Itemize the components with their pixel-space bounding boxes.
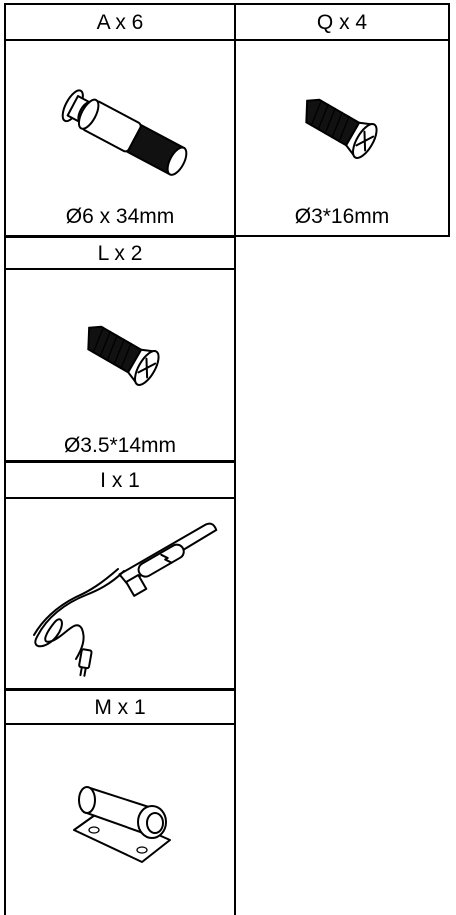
part-m-header-text: M x 1 [94,695,146,719]
part-a-caption: Ø6 x 34mm [65,205,175,228]
part-q-header: Q x 4 [234,3,450,41]
part-l-header-text: L x 2 [97,241,143,265]
part-a-header-text: A x 6 [96,10,144,34]
part-a-header: A x 6 [4,3,236,41]
part-q-header-text: Q x 4 [316,10,368,34]
part-i-header-text: I x 1 [100,468,140,492]
part-i-cell [4,499,236,690]
part-a-cell: Ø6 x 34mm [4,41,236,237]
empty-right-column [234,237,236,915]
cam-dowel-bolt-icon [61,89,188,176]
part-m-header: M x 1 [4,689,236,725]
part-q-caption: Ø3*16mm [294,205,390,228]
part-l-header: L x 2 [4,236,236,270]
push-latch-icon [73,786,171,863]
led-light-with-cord-icon [33,522,218,677]
screw-icon [87,325,160,386]
part-l-cell: Ø3.5*14mm [4,270,236,462]
screw-icon [305,98,378,159]
part-l-caption: Ø3.5*14mm [63,434,177,457]
part-q-cell: Ø3*16mm [234,41,450,237]
part-i-header: I x 1 [4,461,236,499]
part-m-cell [4,725,236,915]
